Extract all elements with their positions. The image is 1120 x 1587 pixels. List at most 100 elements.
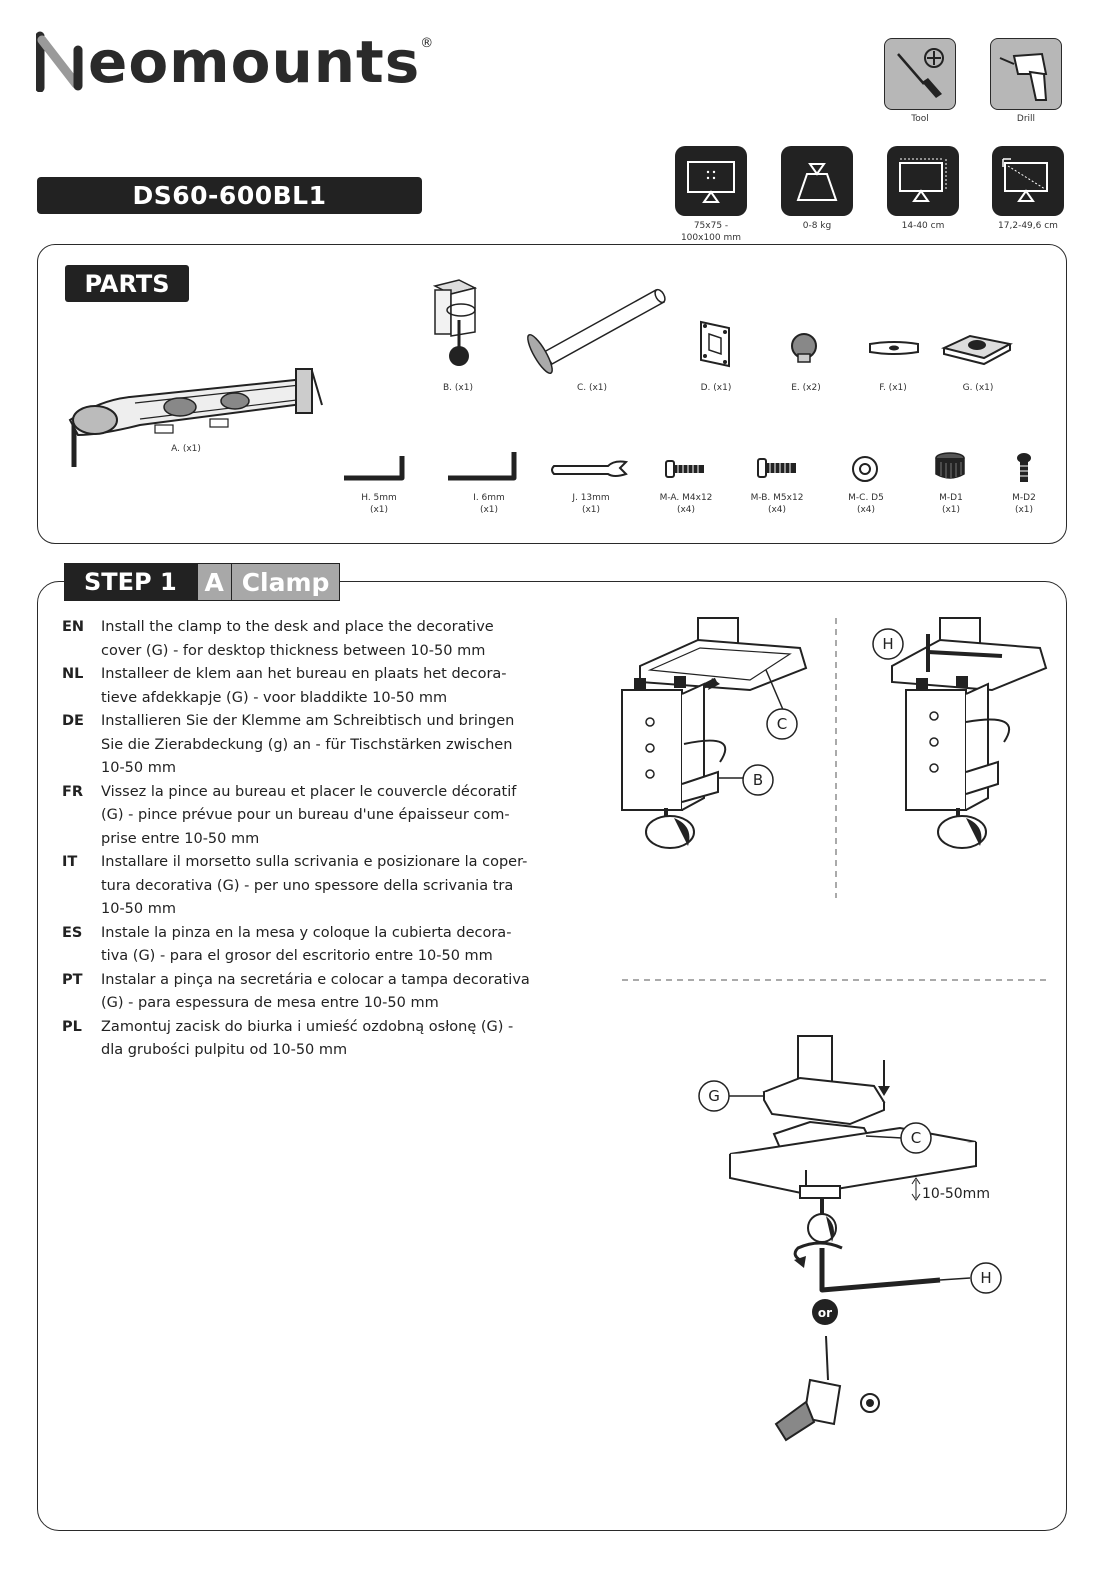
lang-code: IT (62, 854, 78, 870)
lang-code: ES (62, 924, 83, 941)
callout-b: B (753, 771, 763, 789)
step-header: STEP 1 A Clamp (64, 563, 341, 601)
part-h-hex-key-illustration (344, 456, 405, 481)
lang-code: NL (62, 666, 84, 682)
spec-label: 75x75 - 100x100 mm (680, 221, 742, 243)
part-label: B. (x1) (443, 383, 473, 393)
part-label-qty: (x1) (941, 505, 961, 515)
part-label: G. (x1) (962, 383, 994, 393)
part-label: E. (x2) (791, 383, 821, 393)
callout-h: H (980, 1269, 991, 1287)
part-j-wrench-illustration (551, 460, 629, 477)
part-label: M-A. M4x12 (x4) (647, 492, 725, 516)
part-m-d1-knob-illustration (935, 452, 965, 479)
registered-mark: ® (420, 36, 434, 51)
instruction-text: Instale la pinza en la mesa y coloque la… (101, 924, 512, 965)
callout-c: C (911, 1129, 921, 1147)
step-letter: A (196, 563, 231, 601)
step-diagram-clamp-install: C B H (621, 617, 1048, 981)
part-label: M-B. M5x12 (x4) (738, 492, 816, 516)
part-label: I. 6mm (x1) (450, 492, 528, 516)
or-badge: or (818, 1306, 832, 1320)
tool-label: Tool (911, 114, 929, 124)
part-label-name: M-D1 (939, 493, 963, 503)
instruction-it: IT Installare il morsetto sulla scrivania… (62, 851, 532, 922)
part-label-qty: (x4) (676, 505, 696, 515)
part-label-name: J. 13mm (572, 493, 610, 503)
instruction-pt: PT Instalar a pinça na secretária e coloc… (62, 969, 532, 1016)
brand-logo: eomounts ® (36, 30, 433, 100)
spec-screen-size: 14-40 cm (885, 146, 961, 232)
spec-vesa: 75x75 - 100x100 mm (673, 146, 749, 244)
parts-panel (37, 244, 1067, 544)
part-label-name: M-D2 (1012, 493, 1036, 503)
instruction-text: Install the clamp to the desk and place … (101, 619, 494, 659)
instruction-text: Zamontuj zacisk do biurka i umieść ozdob… (101, 1018, 514, 1059)
step-number: STEP 1 (64, 563, 197, 601)
parts-title: PARTS (65, 265, 189, 302)
logo-n-mark-icon (36, 31, 83, 92)
part-a-arm-illustration (68, 368, 323, 467)
step-name: Clamp (230, 563, 341, 601)
part-m-a-screw-illustration (665, 460, 704, 478)
tool-label: Drill (1016, 114, 1036, 124)
part-label-name: M-A. M4x12 (659, 493, 713, 503)
part-label: H. 5mm (x1) (340, 492, 418, 516)
instruction-fr: FR Vissez la pince au bureau et placer le… (62, 781, 532, 852)
part-label-qty: (x1) (369, 505, 389, 515)
drill-icon (999, 52, 1048, 101)
part-d-vesa-plate-illustration (700, 320, 730, 368)
part-i-hex-key-illustration (448, 452, 517, 481)
tool-drill: Drill (990, 38, 1062, 124)
part-label-qty: (x1) (1014, 505, 1034, 515)
lang-code: FR (62, 783, 84, 800)
instruction-de: DE Installieren Sie der Klemme am Schreib… (62, 710, 532, 781)
part-label: M-D2 (x1) (985, 492, 1063, 516)
part-label: F. (x1) (879, 383, 907, 393)
part-label-qty: (x4) (767, 505, 787, 515)
spec-label: 0-8 kg (802, 221, 832, 231)
part-e-knob-illustration (791, 333, 817, 363)
part-label-qty: (x1) (479, 505, 499, 515)
instruction-text: Instalar a pinça na secretária e colocar… (101, 971, 530, 1012)
desk-thickness-label: 10-50mm (922, 1186, 990, 1202)
instruction-es: ES Instale la pinza en la mesa y coloque … (62, 922, 532, 969)
instruction-text: Installeer de klem aan het bureau en pla… (101, 666, 507, 706)
part-label-name: H. 5mm (361, 493, 397, 503)
instruction-text: Vissez la pince au bureau et placer le c… (101, 783, 517, 847)
part-f-plate-illustration (869, 341, 919, 355)
screwdriver-icon (897, 48, 944, 98)
instruction-text: Installieren Sie der Klemme am Schreibti… (101, 713, 515, 776)
instruction-text: Installare il morsetto sulla scrivania e… (101, 854, 528, 917)
callout-h: H (882, 635, 893, 653)
part-m-c-washer-illustration (852, 456, 878, 482)
part-label: A. (x1) (171, 444, 201, 454)
callout-c: C (777, 715, 787, 733)
part-label-name: M-C. D5 (848, 493, 884, 503)
lang-code: PT (62, 971, 83, 988)
instruction-nl: NL Installeer de klem aan het bureau en p… (62, 663, 532, 710)
part-m-b-screw-illustration (757, 458, 796, 478)
screen-diagonal-icon (1002, 158, 1048, 202)
part-label: C. (x1) (576, 383, 608, 393)
weight-icon (796, 163, 838, 201)
part-label-qty: (x4) (856, 505, 876, 515)
drill-illustration (774, 1335, 842, 1442)
screen-size-icon (899, 158, 947, 202)
part-c-pole-illustration (527, 288, 666, 375)
lang-code: DE (62, 713, 84, 729)
part-b-clamp-illustration (432, 279, 478, 366)
part-label-name: I. 6mm (473, 493, 505, 503)
part-label-name: M-B. M5x12 (750, 493, 804, 503)
callout-g: G (708, 1087, 720, 1105)
part-label-qty: (x1) (581, 505, 601, 515)
spec-weight: 0-8 kg (779, 146, 855, 232)
tool-screwdriver: Tool (884, 38, 956, 124)
spec-screen-diagonal: 17,2-49,6 cm (990, 146, 1066, 232)
part-label: D. (x1) (700, 383, 732, 393)
spec-label: 14-40 cm (901, 221, 945, 231)
part-label: M-C. D5 (x4) (827, 492, 905, 516)
